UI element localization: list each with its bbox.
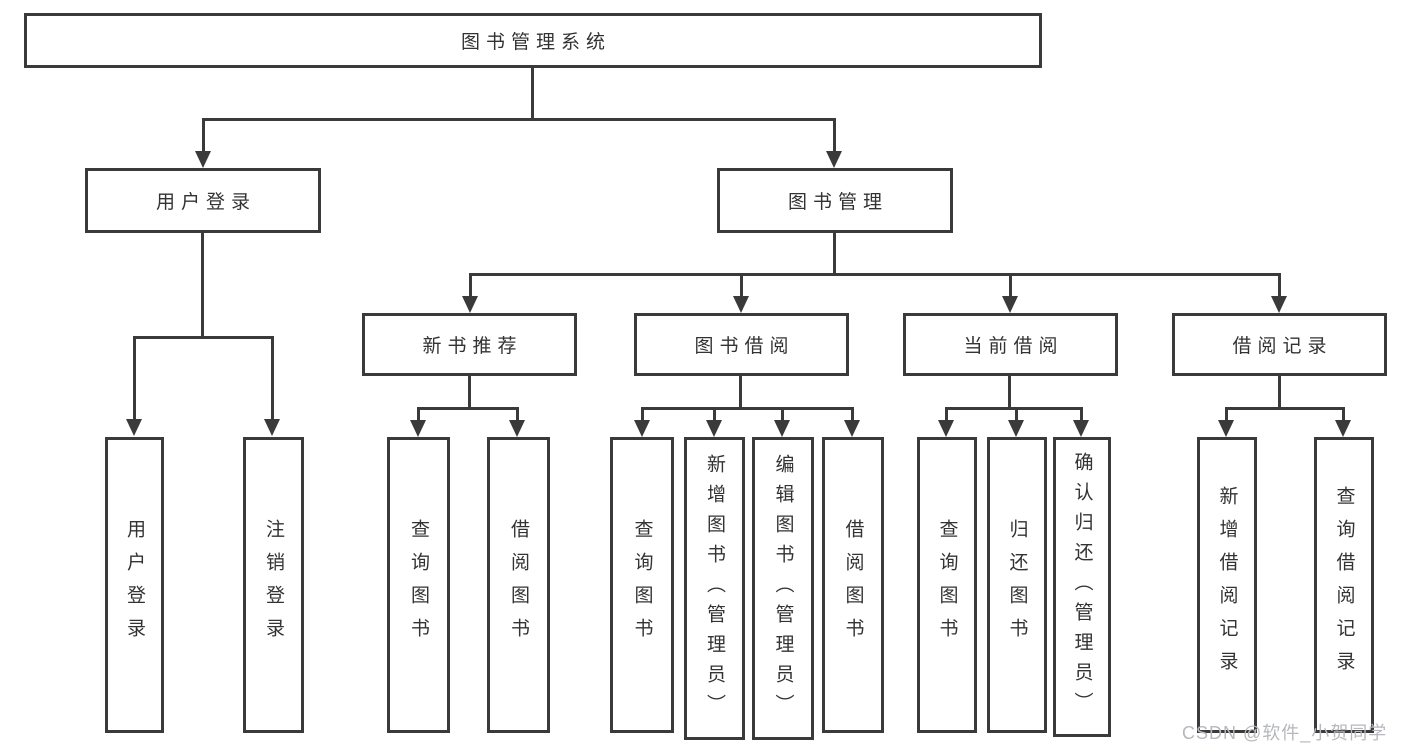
node-user-login: 用户登录 bbox=[85, 168, 321, 233]
edge-line bbox=[1225, 407, 1344, 410]
arrow-down-icon bbox=[126, 419, 142, 436]
edge-line bbox=[1342, 407, 1345, 421]
leaf-label: 借阅图书 bbox=[508, 519, 529, 651]
edge-line bbox=[739, 376, 742, 407]
edge-line bbox=[468, 376, 471, 407]
leaf-label: 归还图书 bbox=[1006, 519, 1028, 651]
edge-line bbox=[271, 336, 274, 420]
arrow-down-icon bbox=[774, 420, 790, 437]
arrow-down-icon bbox=[462, 296, 478, 313]
edge-line bbox=[740, 273, 743, 297]
edge-line bbox=[417, 407, 519, 410]
arrow-down-icon bbox=[826, 151, 842, 168]
leaf-label: 查询借阅记录 bbox=[1333, 486, 1355, 684]
leaf-borrow-books: 借阅图书 bbox=[822, 437, 884, 733]
node-root: 图书管理系统 bbox=[24, 13, 1042, 68]
leaf-label: 查询图书 bbox=[631, 519, 653, 651]
edge-line bbox=[945, 407, 948, 421]
leaf-logout: 注销登录 bbox=[243, 437, 304, 733]
edge-line bbox=[641, 407, 644, 421]
node-current-borrow: 当前借阅 bbox=[903, 313, 1118, 376]
leaf-add-books-admin: 新增图书（管理员） bbox=[684, 437, 745, 740]
leaf-confirm-return-admin: 确认归还（管理员） bbox=[1053, 437, 1111, 737]
arrow-down-icon bbox=[410, 420, 426, 437]
node-borrow-records: 借阅记录 bbox=[1172, 313, 1387, 376]
arrow-down-icon bbox=[1008, 420, 1024, 437]
leaf-label: 查询图书 bbox=[408, 519, 429, 651]
leaf-query-borrow-record: 查询借阅记录 bbox=[1314, 437, 1374, 733]
arrow-down-icon bbox=[1002, 296, 1018, 313]
edge-line bbox=[1015, 407, 1018, 421]
leaf-return-books: 归还图书 bbox=[987, 437, 1047, 733]
edge-line bbox=[469, 273, 1281, 276]
leaf-label: 借阅图书 bbox=[842, 519, 864, 651]
edge-line bbox=[781, 407, 784, 421]
arrow-down-icon bbox=[733, 296, 749, 313]
arrow-down-icon bbox=[1073, 420, 1089, 437]
leaf-borrow-query-books: 查询图书 bbox=[610, 437, 674, 733]
leaf-add-borrow-record: 新增借阅记录 bbox=[1197, 437, 1257, 733]
edge-line bbox=[202, 118, 205, 152]
edge-line bbox=[202, 118, 836, 121]
arrow-down-icon bbox=[509, 420, 525, 437]
leaf-label: 新增借阅记录 bbox=[1216, 486, 1238, 684]
node-book-borrow: 图书借阅 bbox=[634, 313, 849, 376]
edge-line bbox=[1009, 273, 1012, 297]
leaf-label: 用户登录 bbox=[124, 519, 145, 651]
edge-line bbox=[713, 407, 716, 421]
edge-line bbox=[469, 273, 472, 297]
edge-line bbox=[945, 407, 1083, 410]
edge-line bbox=[1008, 376, 1011, 407]
edge-line bbox=[851, 407, 854, 421]
arrow-down-icon bbox=[1271, 296, 1287, 313]
edge-line bbox=[641, 407, 854, 410]
edge-line bbox=[133, 336, 136, 420]
arrow-down-icon bbox=[264, 419, 280, 436]
arrow-down-icon bbox=[1335, 420, 1351, 437]
arrow-down-icon bbox=[1218, 420, 1234, 437]
edge-line bbox=[833, 118, 836, 152]
arrow-down-icon bbox=[195, 151, 211, 168]
leaf-label: 新增图书（管理员） bbox=[704, 453, 725, 724]
node-new-book-recommend: 新书推荐 bbox=[362, 313, 577, 376]
leaf-label: 确认归还（管理员） bbox=[1071, 452, 1093, 722]
edge-line bbox=[516, 407, 519, 421]
leaf-current-query-books: 查询图书 bbox=[917, 437, 977, 733]
leaf-recommend-query-books: 查询图书 bbox=[387, 437, 450, 733]
node-book-management: 图书管理 bbox=[717, 168, 953, 233]
leaf-label: 编辑图书（管理员） bbox=[772, 453, 794, 724]
leaf-recommend-borrow-books: 借阅图书 bbox=[487, 437, 550, 733]
edge-line bbox=[1225, 407, 1228, 421]
edge-line bbox=[1278, 376, 1281, 407]
edge-line bbox=[1278, 273, 1281, 297]
arrow-down-icon bbox=[634, 420, 650, 437]
arrow-down-icon bbox=[706, 420, 722, 437]
edge-line bbox=[531, 68, 534, 118]
arrow-down-icon bbox=[938, 420, 954, 437]
edge-line bbox=[133, 336, 274, 339]
csdn-watermark: CSDN @软件_小贺同学 bbox=[1182, 723, 1388, 743]
edge-line bbox=[833, 233, 836, 273]
edge-line bbox=[417, 407, 420, 421]
leaf-label: 查询图书 bbox=[936, 519, 958, 651]
edge-line bbox=[1080, 407, 1083, 421]
leaf-label: 注销登录 bbox=[263, 519, 284, 651]
leaf-edit-books-admin: 编辑图书（管理员） bbox=[752, 437, 814, 740]
leaf-user-login: 用户登录 bbox=[105, 437, 164, 733]
edge-line bbox=[201, 233, 204, 336]
arrow-down-icon bbox=[844, 420, 860, 437]
